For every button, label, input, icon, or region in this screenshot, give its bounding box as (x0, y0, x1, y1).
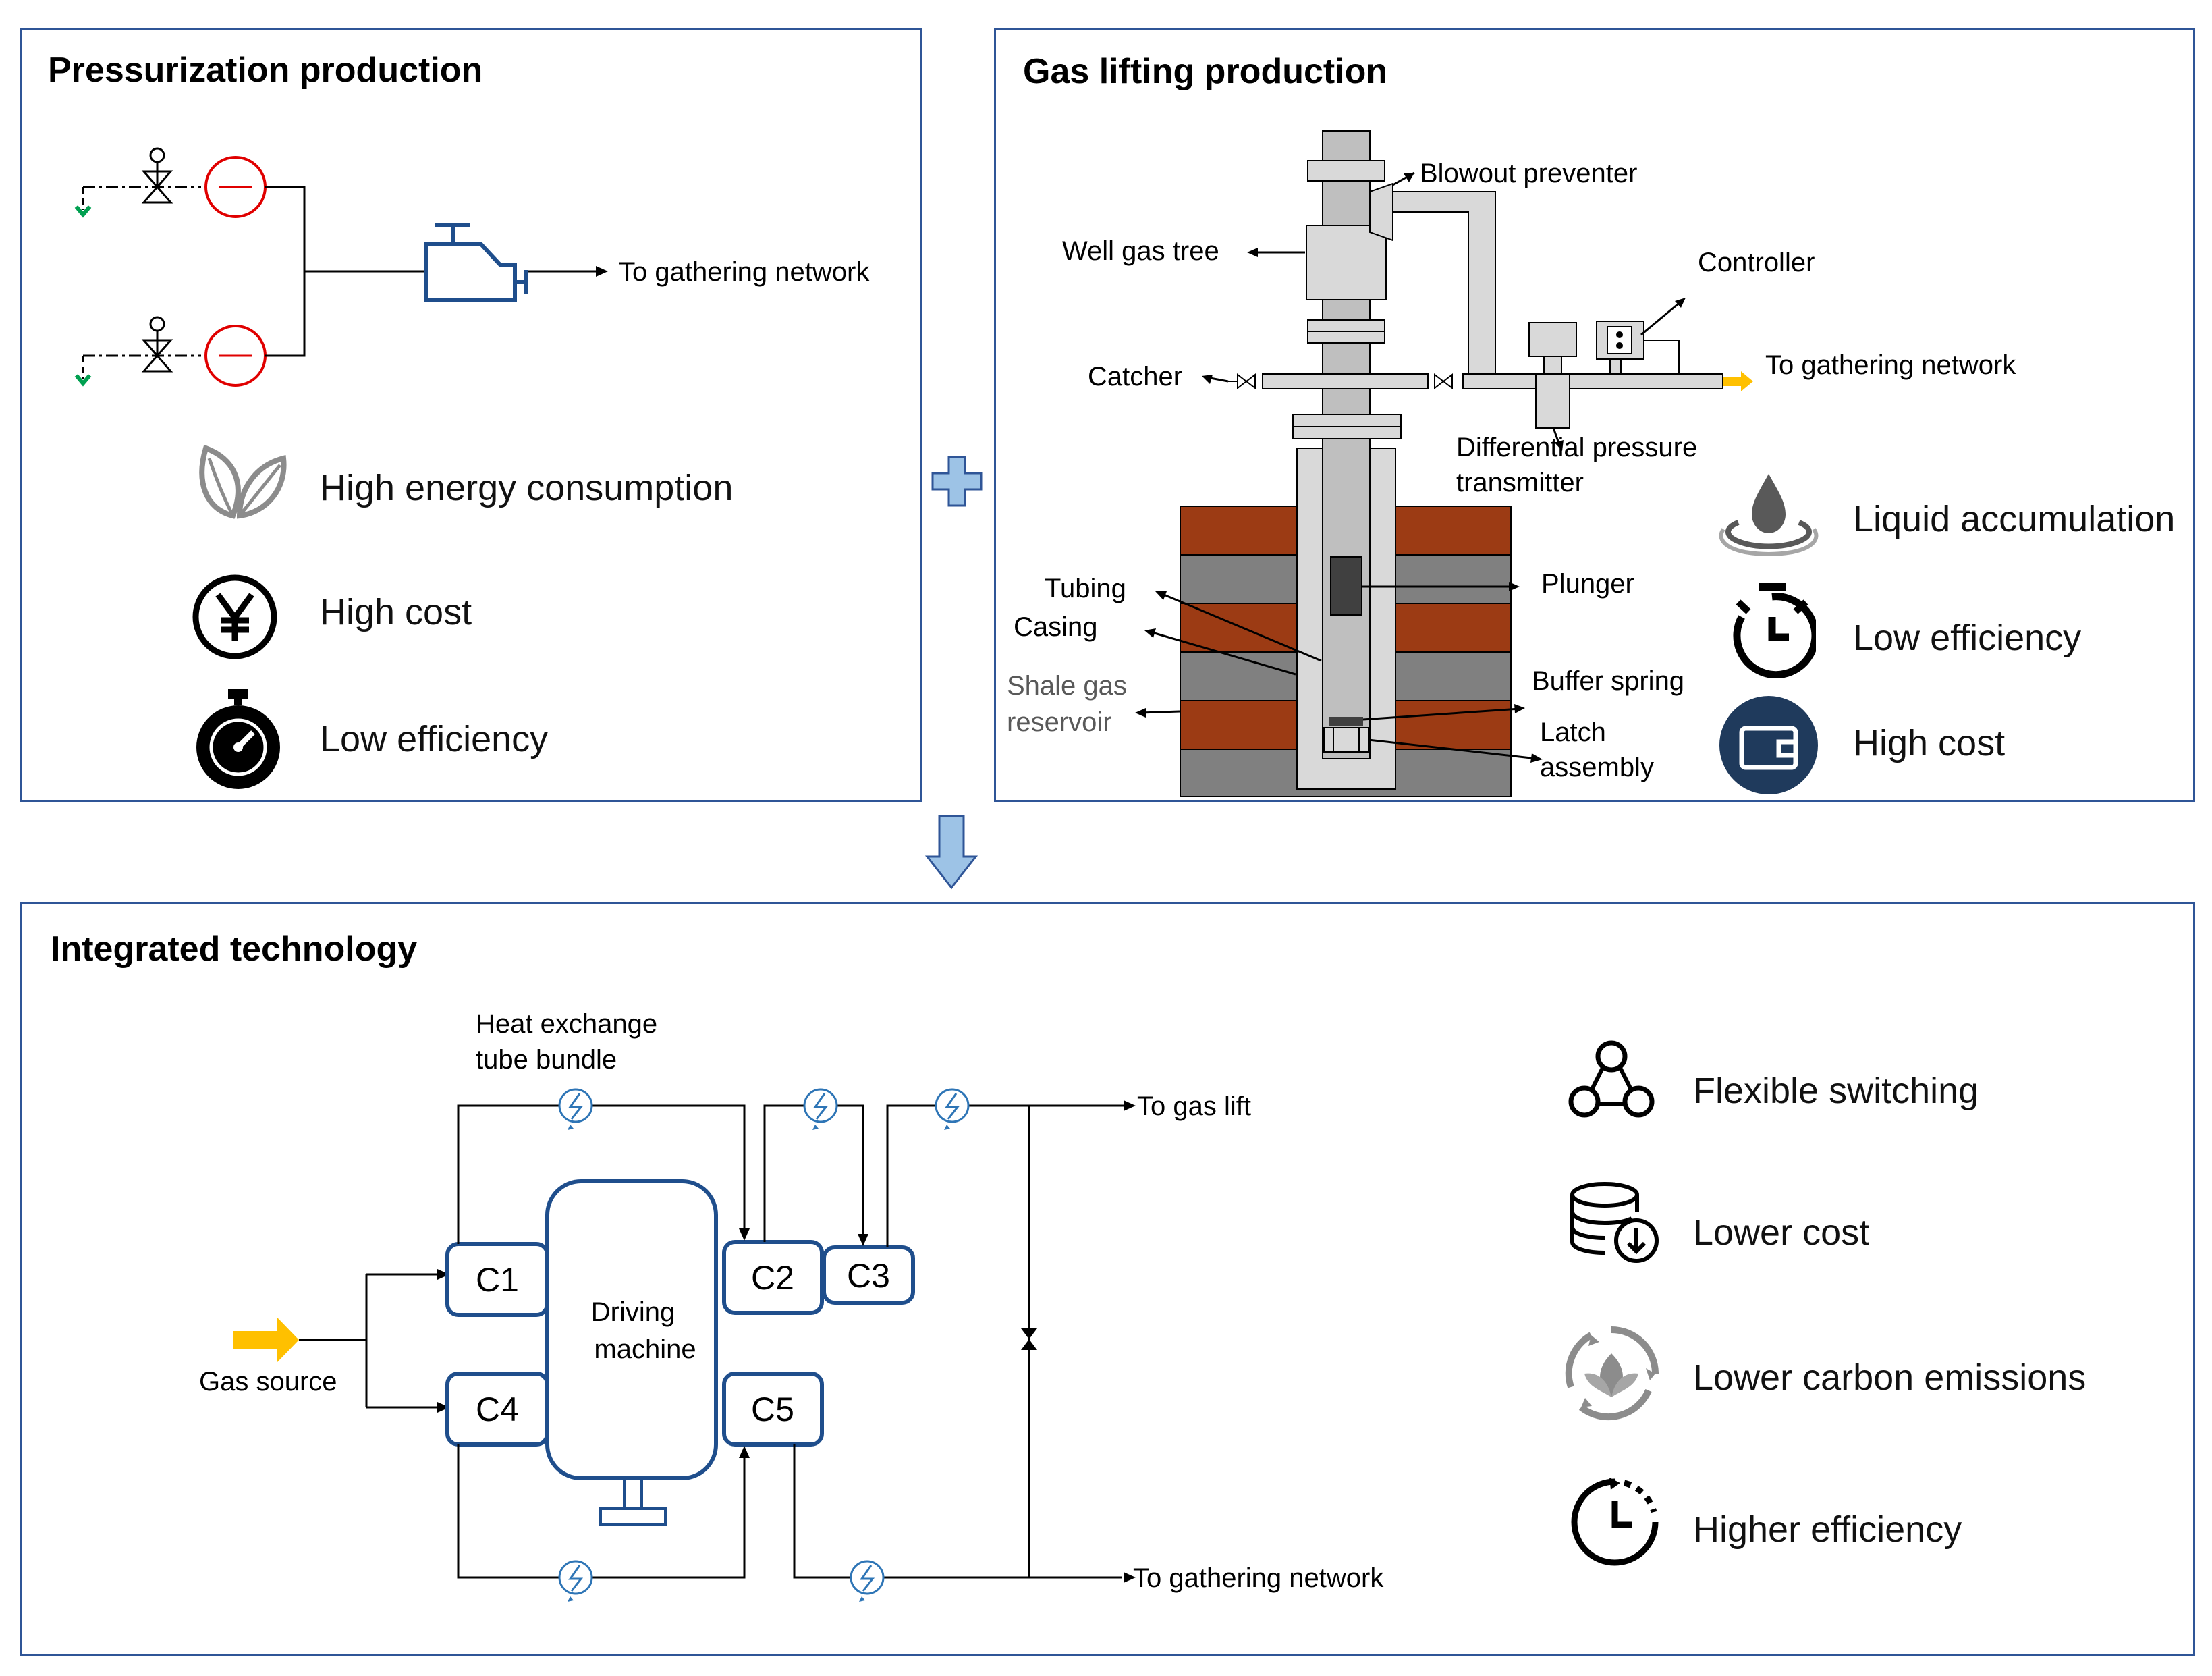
label-latch-line2: assembly (1540, 753, 1654, 782)
to-gathering-network-label-1: To gathering network (619, 257, 870, 287)
integrated-title: Integrated technology (51, 929, 418, 969)
stopwatch-icon (196, 689, 280, 789)
label-casing: Casing (1014, 612, 1098, 642)
label-driving-line1: Driving (591, 1297, 675, 1327)
label-leaders (1140, 171, 1682, 760)
compressor-c3: C3 (822, 1245, 915, 1305)
leaf-icon (199, 444, 287, 519)
heat-exchanger-4 (558, 1560, 593, 1602)
integrated-diagram: Gas source Driving machine C1 C4 C2 C3 C… (199, 1009, 1384, 1602)
gas-lifting-diagram: Blowout preventer Well gas tree Controll… (1007, 130, 2016, 797)
feature-high-cost-2: High cost (1853, 723, 2006, 763)
label-to-gas-lift: To gas lift (1137, 1091, 1251, 1121)
label-driving-line2: machine (594, 1334, 696, 1364)
wellhead-branch-top (74, 147, 267, 218)
heat-exchanger-3 (935, 1088, 970, 1130)
label-well-gas-tree: Well gas tree (1062, 236, 1219, 266)
plus-icon (931, 456, 983, 507)
pressurization-title: Pressurization production (48, 51, 483, 90)
integrated-panel: Integrated technology Gas source Driving… (20, 902, 2195, 1656)
label-blowout-preventer: Blowout preventer (1420, 159, 1637, 188)
label-controller: Controller (1698, 248, 1815, 277)
svg-text:C4: C4 (476, 1390, 519, 1428)
wellhead-branch-bottom (74, 316, 267, 387)
feature-lower-carbon: Lower carbon emissions (1693, 1357, 2086, 1398)
label-reservoir-line2: reservoir (1007, 707, 1112, 737)
heat-exchanger-2 (803, 1088, 838, 1130)
network-icon (1568, 1040, 1655, 1118)
feature-low-efficiency-1: Low efficiency (320, 719, 549, 759)
svg-text:C3: C3 (847, 1257, 890, 1295)
label-catcher: Catcher (1088, 362, 1182, 391)
label-to-gathering-network-3: To gathering network (1133, 1563, 1384, 1593)
pressurization-diagram: To gathering network (74, 147, 870, 387)
gas-lifting-panel: Gas lifting production (994, 28, 2195, 802)
feature-liquid-accumulation: Liquid accumulation (1853, 499, 2176, 539)
compressor-c2: C2 (722, 1240, 824, 1315)
label-dp-line2: transmitter (1456, 468, 1584, 497)
recycle-leaf-icon (1565, 1326, 1659, 1421)
compressor-icon (424, 223, 528, 302)
svg-text:C2: C2 (751, 1259, 794, 1297)
feature-higher-efficiency: Higher efficiency (1693, 1509, 1962, 1550)
label-plunger: Plunger (1541, 569, 1634, 599)
compressor-c1: C1 (445, 1242, 549, 1317)
label-buffer-spring: Buffer spring (1532, 666, 1684, 696)
feature-lower-cost: Lower cost (1693, 1212, 1870, 1253)
pressurization-panel: Pressurization production (20, 28, 922, 802)
gas-lifting-title: Gas lifting production (1023, 52, 1388, 91)
feature-high-cost: High cost (320, 592, 472, 632)
feature-high-energy: High energy consumption (320, 468, 734, 508)
gas-source-arrow (233, 1318, 299, 1362)
label-dp-line1: Differential pressure (1456, 433, 1697, 462)
label-latch-line1: Latch (1540, 718, 1606, 747)
down-arrow-icon (924, 815, 978, 890)
timer-icon (1733, 583, 1816, 678)
wallet-icon (1719, 696, 1818, 794)
label-gas-source: Gas source (199, 1367, 337, 1397)
feature-flexible-switching: Flexible switching (1693, 1071, 1979, 1111)
feature-low-efficiency-2: Low efficiency (1853, 618, 2082, 658)
clock-icon (1571, 1478, 1659, 1566)
compressor-c5: C5 (722, 1372, 824, 1447)
svg-text:C1: C1 (476, 1261, 519, 1299)
label-tubing: Tubing (1045, 574, 1126, 603)
coins-down-icon (1570, 1182, 1659, 1263)
heat-exchanger-1 (558, 1088, 593, 1130)
heat-exchanger-5 (850, 1560, 885, 1602)
label-heat-line1: Heat exchange (476, 1009, 657, 1039)
svg-text:C5: C5 (751, 1390, 794, 1428)
label-heat-line2: tube bundle (476, 1045, 617, 1075)
label-reservoir-line1: Shale gas (1007, 671, 1127, 701)
water-drop-icon (1719, 474, 1819, 556)
yen-icon (192, 574, 277, 659)
compressor-c4: C4 (445, 1372, 549, 1447)
well-gas-tree (1306, 225, 1387, 300)
plunger (1330, 556, 1362, 616)
label-to-gathering-network-2: To gathering network (1765, 350, 2016, 380)
driving-machine (545, 1179, 718, 1480)
